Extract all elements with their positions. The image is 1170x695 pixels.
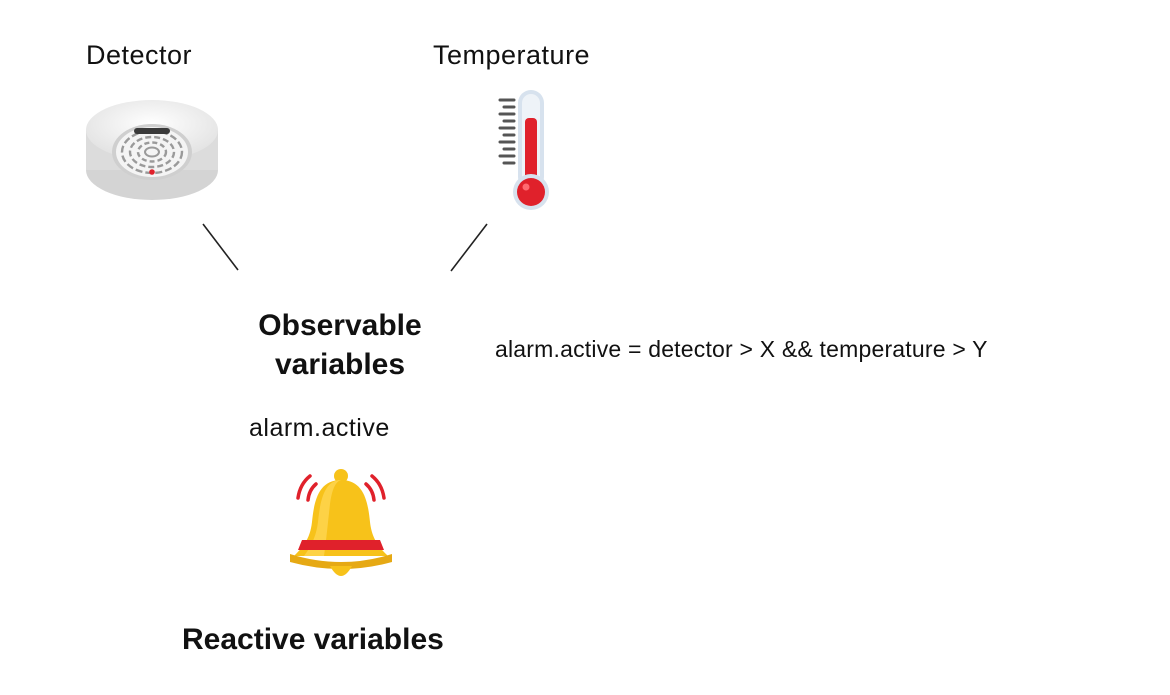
detector-connector xyxy=(202,223,239,271)
alarm-formula: alarm.active = detector > X && temperatu… xyxy=(495,336,988,362)
observable-title-line1: Observable xyxy=(258,309,422,342)
temperature-label: Temperature xyxy=(433,40,591,70)
reactive-variables-title: Reactive variables xyxy=(182,623,444,656)
temperature-connector xyxy=(450,223,488,272)
alarm-active-label: alarm.active xyxy=(249,414,390,442)
thermometer-icon xyxy=(498,90,549,210)
detector-label: Detector xyxy=(86,40,193,70)
observable-variables-title: Observable variables xyxy=(240,306,440,384)
smoke-detector-icon xyxy=(86,100,218,200)
alarm-bell-icon xyxy=(290,469,392,576)
observable-title-line2: variables xyxy=(274,348,406,381)
